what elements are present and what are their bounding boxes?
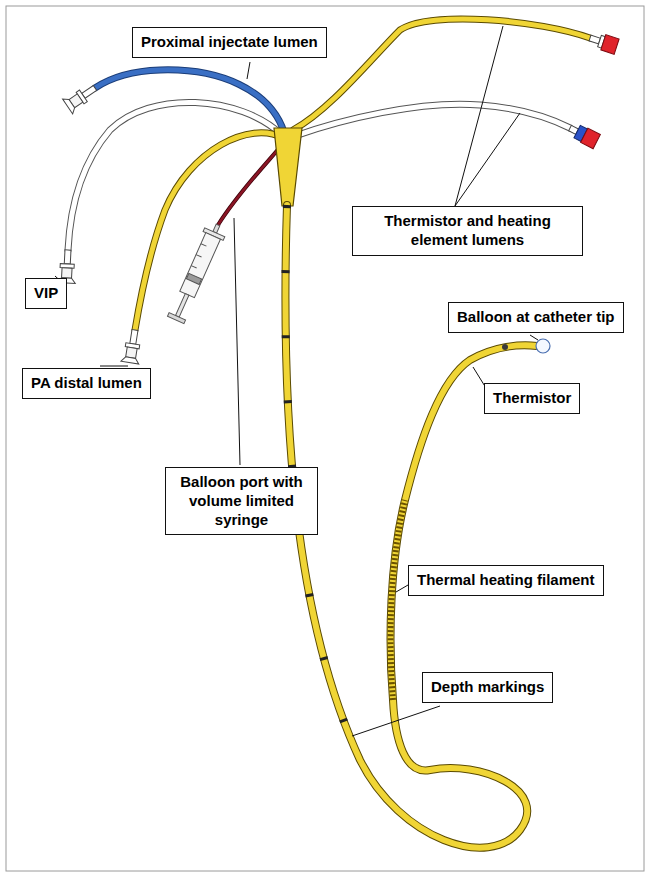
label-text: PA distal lumen [31, 374, 142, 393]
heating-filament [391, 500, 405, 700]
figure-frame [6, 6, 644, 871]
label-box: Proximal injectate lumen [132, 27, 327, 58]
balloon-syringe [166, 221, 228, 325]
label-text: Thermistor [493, 389, 571, 408]
catheter-hub [274, 128, 302, 206]
label-text: Thermistor and heating element lumens [361, 212, 574, 250]
label-box: Depth markings [422, 672, 553, 703]
label-box: Thermal heating filament [408, 565, 604, 596]
label-text: Balloon port with volume limited syringe [174, 473, 309, 529]
thermistor-bead [502, 344, 508, 350]
label-text: Balloon at catheter tip [457, 308, 615, 327]
label-box: Thermistor and heating element lumens [352, 206, 583, 256]
label-text: Depth markings [431, 678, 544, 697]
label-text: Proximal injectate lumen [141, 33, 318, 52]
label-box: PA distal lumen [22, 368, 151, 399]
label-box: VIP [25, 278, 67, 309]
lumen-tubes [68, 19, 590, 330]
luer-connectors [57, 30, 619, 364]
label-box: Balloon port with volume limited syringe [165, 467, 318, 535]
balloon [536, 339, 550, 353]
label-text: VIP [34, 284, 58, 303]
label-box: Balloon at catheter tip [448, 302, 624, 333]
label-text: Thermal heating filament [417, 571, 595, 590]
label-box: Thermistor [484, 383, 580, 414]
